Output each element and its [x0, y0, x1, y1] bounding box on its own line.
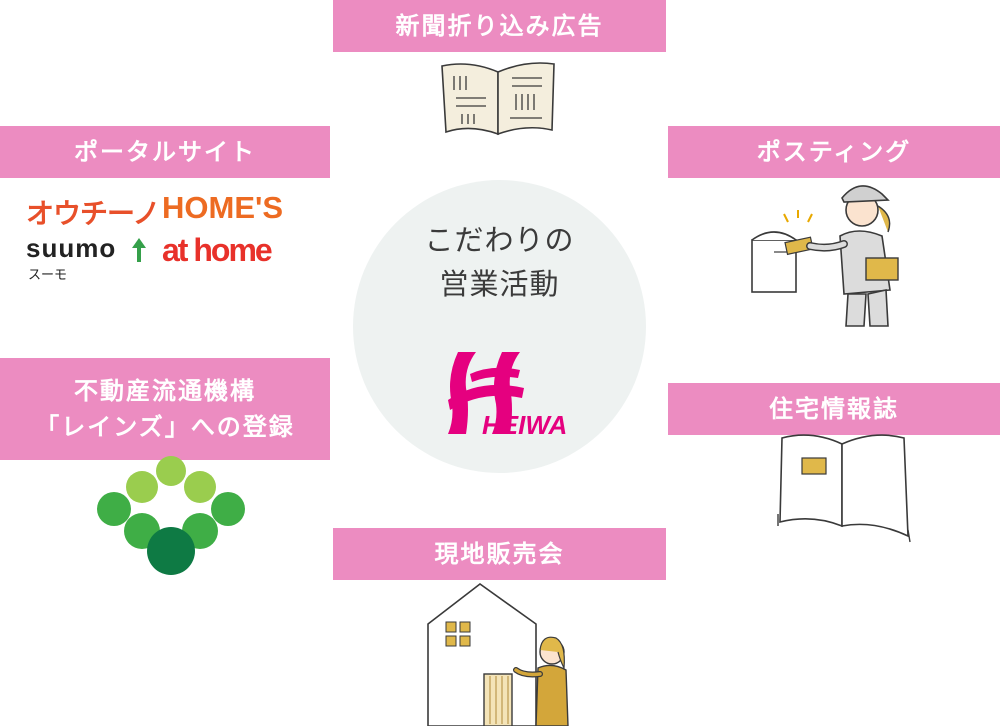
housing-magazine-label: 住宅情報誌 [668, 383, 1000, 435]
posting-label: ポスティング [668, 126, 1000, 178]
newspaper-ad-label: 新聞折り込み広告 [333, 0, 666, 52]
suumo-logo: SUUMO [26, 233, 117, 263]
newspaper-icon [441, 62, 555, 136]
homes-logo: HOME'S [162, 190, 284, 225]
suumo-sub-text: スーモ [28, 267, 68, 282]
ouchino-logo: オウチーノ [26, 198, 160, 229]
magazine-icon [777, 434, 911, 543]
center-title-line1: こだわりの [424, 223, 575, 257]
posting-person-icon [751, 185, 899, 327]
suumo-arrow-icon [132, 238, 146, 262]
center-title: こだわりの 営業活動 [353, 218, 646, 306]
heiwa-logo: HEIWA [448, 352, 567, 440]
portal-site-label: ポータルサイト [0, 126, 330, 178]
center-title-line2: 営業活動 [439, 267, 560, 301]
reins-label-line1: 不動産流通機構 [74, 377, 256, 405]
reins-logo [97, 456, 245, 575]
reins-label-line2: 「レインズ」への登録 [35, 413, 295, 441]
athome-logo: at home [162, 232, 273, 268]
heiwa-logo-text: HEIWA [482, 410, 567, 440]
open-house-label: 現地販売会 [333, 528, 666, 580]
open-house-icon [427, 583, 569, 726]
reins-registration-label: 不動産流通機構 「レインズ」への登録 [0, 358, 330, 460]
